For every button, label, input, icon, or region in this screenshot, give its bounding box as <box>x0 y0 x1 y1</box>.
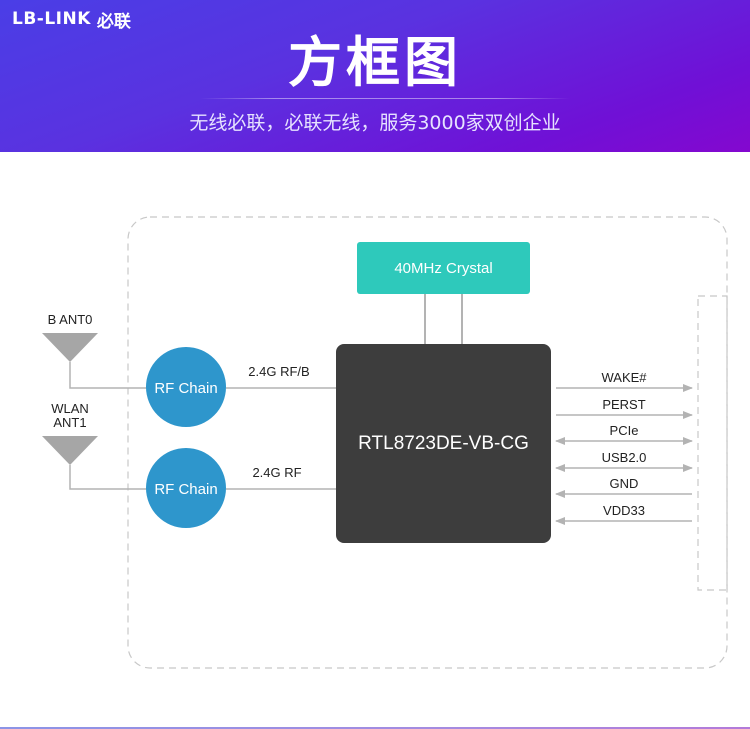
chip-label: RTL8723DE-VB-CG <box>358 433 529 454</box>
signal-label: PCIe <box>610 423 639 438</box>
rf-chain-1 <box>146 448 226 528</box>
chip-box <box>336 344 551 543</box>
signal-label: VDD33 <box>603 503 645 518</box>
crystal-box <box>357 242 530 294</box>
crystal-label: 40MHz Crystal <box>394 260 492 277</box>
page-title: 方框图 <box>288 31 462 94</box>
rf-link-1-label: 2.4G RF <box>252 465 301 480</box>
edge-connector <box>697 295 728 591</box>
logo-text: LB-LINK <box>12 9 91 29</box>
rf-chain-1-label: RF Chain <box>154 481 217 498</box>
bottom-accent-line <box>0 727 750 729</box>
signal-label: WAKE# <box>601 370 647 385</box>
antenna-icon <box>42 333 98 362</box>
antenna-0-label: B ANT0 <box>48 312 93 327</box>
rf-link-0-label: 2.4G RF/B <box>248 364 309 379</box>
header-divider <box>200 98 570 99</box>
antenna-icon <box>42 436 98 465</box>
antenna-1-wire <box>69 465 148 490</box>
rf-chain-0 <box>146 347 226 427</box>
brand-logo: LB-LINK 必联 <box>12 8 131 32</box>
signal-label: PERST <box>602 397 645 412</box>
header-banner: LB-LINK 必联 方框图 无线必联，必联无线，服务3000家双创企业 <box>0 0 750 152</box>
antenna-1-label-line1: WLAN <box>51 401 89 416</box>
signal-label: USB2.0 <box>602 450 647 465</box>
signal-label: GND <box>610 476 639 491</box>
rf-chain-0-label: RF Chain <box>154 380 217 397</box>
logo-cn-text: 必联 <box>96 11 131 32</box>
page-subtitle: 无线必联，必联无线，服务3000家双创企业 <box>189 112 561 134</box>
antenna-0-wire <box>69 362 148 389</box>
antenna-1-label-line2: ANT1 <box>53 415 86 430</box>
